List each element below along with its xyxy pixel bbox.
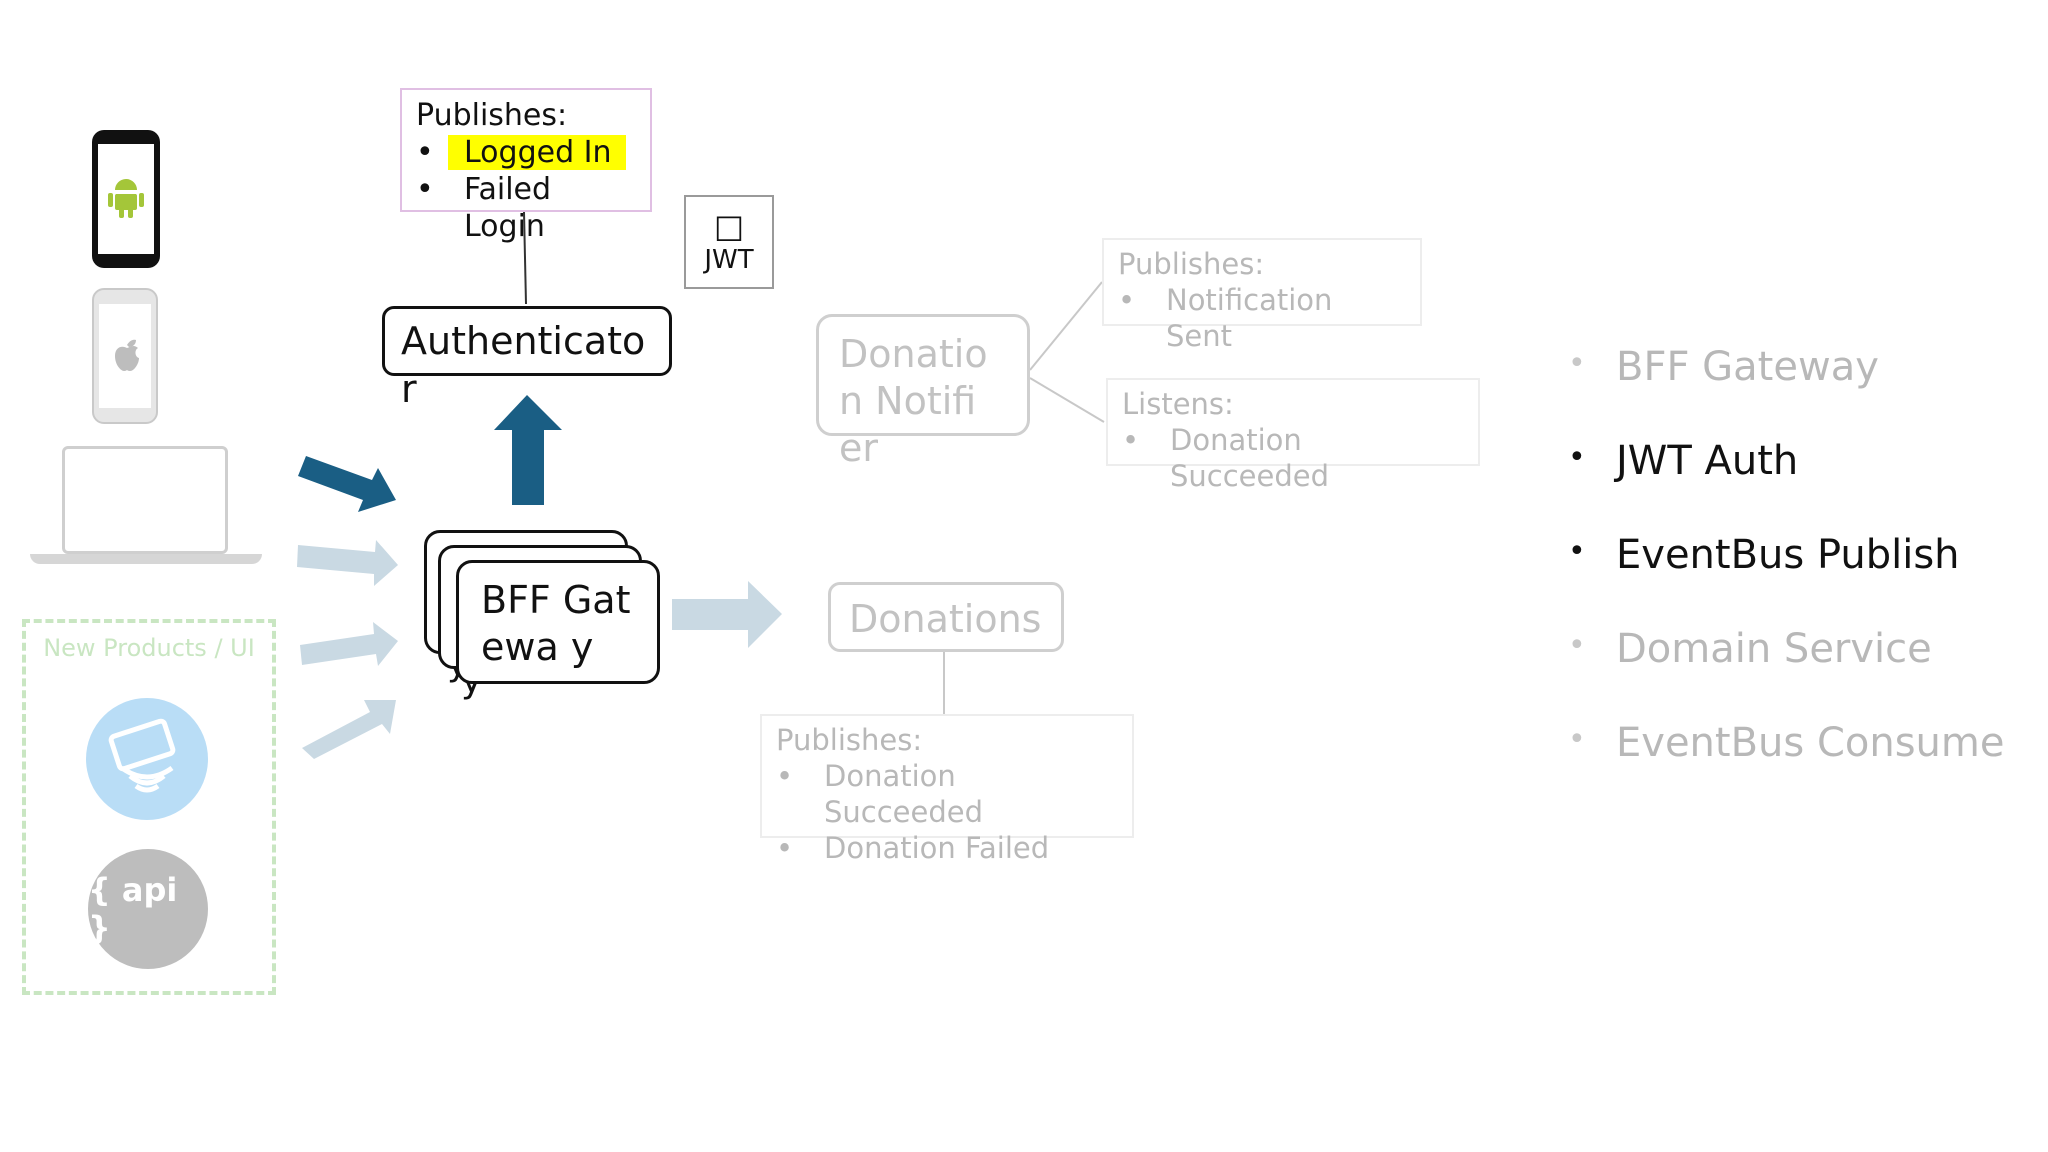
donations-label: Donations (849, 597, 1042, 641)
donations-service: Donations (828, 582, 1064, 652)
authenticator-event-logged-in: Logged In (416, 134, 636, 171)
api-badge-icon: { api } (88, 849, 208, 969)
authenticator-publishes-box: Publishes: Logged In Failed Login (400, 88, 652, 244)
authenticator-label: Authenticato r (401, 319, 646, 411)
notifier-event-notification-sent: Notification Sent (1118, 282, 1406, 354)
api-badge-text: { api } (88, 871, 178, 947)
legend-item-domain-service: • Domain Service (1560, 618, 2020, 712)
iphone-icon (92, 288, 158, 424)
android-phone-icon (92, 130, 160, 268)
faded-arrow-3 (302, 700, 396, 759)
laptop-to-bff-arrow (298, 456, 396, 512)
notifier-listens-box: Listens: Donation Succeeded (1106, 378, 1480, 493)
legend-item-jwt-auth: • JWT Auth (1560, 430, 2020, 524)
donations-publishes-box: Publishes: Donation Succeeded Donation F… (760, 714, 1134, 866)
jwt-token-box: □ JWT (684, 195, 774, 289)
notifier-listens-list: Donation Succeeded (1122, 422, 1464, 494)
notifier-listens-title: Listens: (1122, 387, 1234, 421)
notifier-publishes-list: Notification Sent (1118, 282, 1406, 354)
bff-gateway-label: BFF Gatewa y (481, 578, 631, 669)
donations-event-succeeded: Donation Succeeded (776, 758, 1118, 830)
legend-item-text: JWT Auth (1616, 438, 1799, 484)
bff-to-donations-arrow (672, 581, 782, 648)
donation-notifier-label: Donatio n Notifier (839, 332, 988, 470)
jwt-token-icon: □ (713, 207, 745, 245)
feature-legend: • BFF Gateway • JWT Auth • EventBus Publ… (1560, 336, 2020, 806)
notifier-publishes-box: Publishes: Notification Sent (1102, 238, 1422, 353)
notifier-publishes-title: Publishes: (1118, 247, 1265, 281)
authenticator-publishes-title: Publishes: (416, 98, 568, 133)
new-products-label: New Products / UI (43, 634, 255, 662)
donations-publishes-list: Donation Succeeded Donation Failed (776, 758, 1118, 866)
authenticator-event-failed-login: Failed Login (416, 171, 636, 245)
legend-bullet: • (1568, 722, 1586, 757)
donations-publishes-title: Publishes: (776, 723, 923, 757)
new-products-group: New Products / UI { api } (22, 619, 276, 995)
legend-item-eventbus-consume: • EventBus Consume (1560, 712, 2020, 806)
faded-arrow-2 (300, 622, 398, 666)
faded-arrow-1 (297, 540, 398, 586)
bff-to-authenticator-arrow (494, 395, 562, 505)
authenticator-service: Authenticato r (382, 306, 672, 411)
donation-notifier-service: Donatio n Notifier (816, 314, 1030, 470)
laptop-icon (30, 446, 262, 570)
donations-event-failed: Donation Failed (776, 830, 1118, 866)
legend-item-bff-gateway: • BFF Gateway (1560, 336, 2020, 430)
legend-bullet: • (1568, 628, 1586, 663)
legend-bullet: • (1568, 440, 1586, 475)
notifier-listens-connector (1029, 377, 1105, 423)
legend-bullet: • (1568, 346, 1586, 381)
bff-gateway-service: BFF Gatewa y (456, 560, 660, 684)
jwt-token-label: JWT (704, 245, 754, 275)
legend-item-text: BFF Gateway (1616, 344, 1879, 390)
notifier-publishes-connector (1029, 281, 1103, 371)
legend-item-eventbus-publish: • EventBus Publish (1560, 524, 2020, 618)
legend-item-text: Domain Service (1616, 626, 1932, 672)
nfc-payment-icon (86, 698, 208, 820)
legend-item-text: EventBus Consume (1616, 720, 2005, 766)
legend-item-text: EventBus Publish (1616, 532, 1960, 578)
legend-bullet: • (1568, 534, 1586, 569)
notifier-listen-donation-succeeded: Donation Succeeded (1122, 422, 1464, 494)
authenticator-publishes-list: Logged In Failed Login (416, 134, 636, 245)
